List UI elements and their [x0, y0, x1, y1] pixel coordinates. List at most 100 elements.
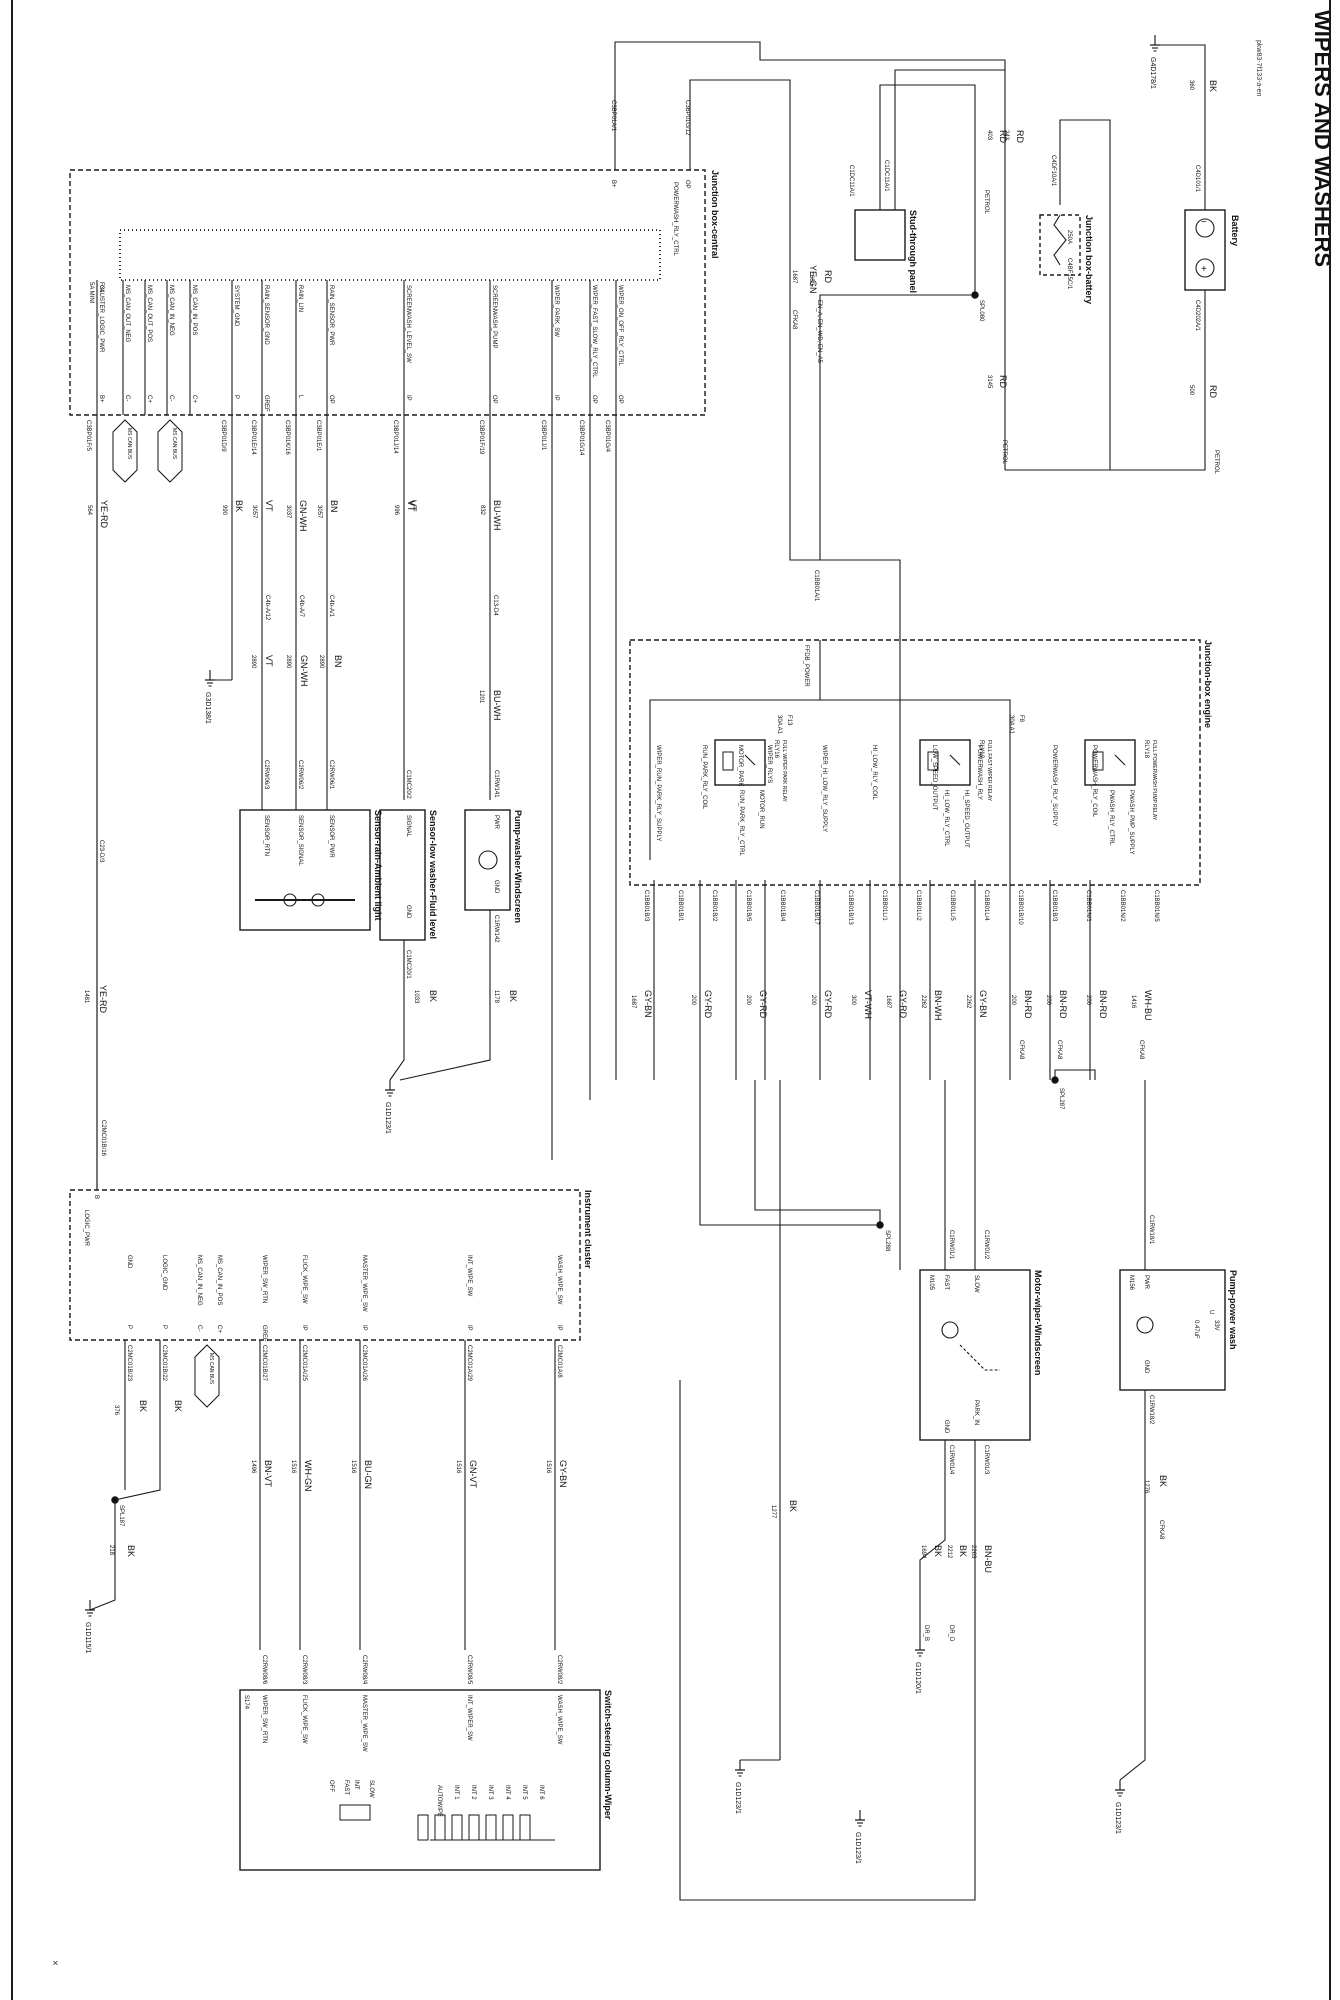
- cluster-pinid-3: C2MC01A/25: [301, 1345, 307, 1382]
- jb-engine-pinid-1: C1BB01B/1: [677, 890, 683, 922]
- switch-pinid-1: C2RW08/5: [466, 1655, 472, 1685]
- jb-engine-pin-7: POWERWASH_RLY: [976, 745, 982, 800]
- engine-wire-num-8: 200: [1010, 995, 1016, 1006]
- jb-central-pintype-3: C-: [168, 395, 174, 401]
- ms-can-bus-label-0: MS CAN BUS: [126, 428, 132, 460]
- jb-engine-pinid-7: C1BB01L/1: [881, 890, 887, 921]
- motor-pin-3: C1RW01/4: [948, 1445, 954, 1475]
- cluster-pin-7: LOGIC_GND: [161, 1255, 167, 1291]
- switch-position-0: OFF: [328, 1780, 334, 1792]
- sensor-low-washer-ground-wire: [389, 940, 405, 1081]
- pump-power-wash-gnd: GND: [1143, 1360, 1149, 1374]
- jb-central-pintype-8: OP: [328, 395, 334, 404]
- switch-resistor-0: [519, 1814, 531, 1841]
- wire-bk-motor-b: BK: [933, 1545, 943, 1557]
- jb-engine-pinid-3: C1BB01B/5: [745, 890, 751, 922]
- jb-engine-pinid-8: C1BB01L/2: [915, 890, 921, 921]
- relay-1: [919, 739, 971, 786]
- wire-bk-pump: BK: [508, 990, 518, 1002]
- jb-engine-ffdb: FFDB_POWER: [803, 645, 809, 687]
- ground-g1d123-d: G1D123/1: [1114, 1802, 1121, 1834]
- symbols: [85, 35, 1215, 1841]
- motor-wiper-slow: SLOW: [973, 1275, 979, 1293]
- motor-pin-1: C1RW01/1: [948, 1230, 954, 1260]
- switch-resistor-3: [468, 1814, 480, 1841]
- cluster-pin-2: MASTER_WIPE_SW: [361, 1255, 367, 1312]
- jb-battery-out: C4BF15C/1: [1066, 258, 1072, 290]
- spl287-link: [1054, 1069, 1096, 1080]
- dr-d: DR_D: [948, 1625, 954, 1642]
- central-out-pin-5: C3BP01J/14: [392, 420, 398, 454]
- cluster-pinid-1: C2MC01A/29: [466, 1345, 472, 1382]
- sensor-rain-pinid-1: C2RW06/2: [297, 760, 303, 790]
- motor-wiper-park-switch: [959, 1344, 1000, 1371]
- relay-coil-0: RUN_PARK_RLY_CTRL: [738, 790, 744, 856]
- wire-rd-3145: RD: [998, 375, 1008, 388]
- engine-wire-num-2: 200: [745, 995, 751, 1006]
- jb-engine-pinid-12: C1BB01B/3: [1051, 890, 1057, 922]
- relay-out-0: MOTOR_RUN: [758, 790, 764, 829]
- stud-wire-2: [894, 69, 1006, 470]
- motor-gnd-wire: [919, 1440, 946, 1640]
- jb-engine-in: C1BB01A/1: [813, 570, 819, 602]
- cluster-pintype-3: IP: [301, 1325, 307, 1331]
- pump-power-wash-id: M156: [1128, 1275, 1134, 1291]
- jb-engine-pinid-4: C1BB01B/4: [779, 890, 785, 922]
- wire-1277: 1277: [770, 1505, 776, 1519]
- jb-central-fuse-rating: 5A MINI: [88, 282, 94, 304]
- sensor-rain-pinid-0: C2RW06/1: [328, 760, 334, 790]
- central-out-color-4: BN: [329, 500, 339, 513]
- pump-washer-pwr: PWR: [493, 815, 499, 830]
- engine-wire-num-1: 200: [690, 995, 696, 1006]
- cluster-wire-num-0: 1516: [545, 1460, 551, 1474]
- ms-can-bus-arrow-1: [157, 419, 183, 483]
- stud-pin-a: C1DC11A/1: [848, 165, 854, 197]
- ground-g1d123-c: G1D123/1: [854, 1832, 861, 1864]
- jb-central-pin-4: MS_CAN_IN_POS: [191, 285, 197, 335]
- cluster-wire-color-3: WH-GN: [303, 1460, 313, 1492]
- relay-desc-2: FULL POWERWASH PUMP RELAY: [1151, 740, 1157, 821]
- fuse-f8: F8: [1018, 715, 1024, 723]
- sensor-low-washer-signal: SIGNAL: [405, 815, 411, 838]
- motor-wiper-id: M105: [928, 1275, 934, 1291]
- engine-wire-color-3: GY-RD: [823, 990, 833, 1019]
- cluster-pinid-0: C2MC01A/8: [556, 1345, 562, 1378]
- wire-2890-c: 2890: [250, 655, 256, 669]
- switch-pin-1: INT_WIPER_SW: [466, 1695, 472, 1741]
- splice-s080-label: SPL080: [978, 300, 984, 322]
- pump-washer-name: Pump-washer-Windscreen: [513, 810, 523, 923]
- stud-panel-name: Stud-through panel: [908, 210, 918, 293]
- pump-power-wash-motor: [1136, 1316, 1154, 1334]
- cluster-pin-3: FLICK_WIPE_SW: [301, 1255, 307, 1304]
- jb-central-pintype-10: OP: [491, 395, 497, 404]
- central-out-pin-0: C3BP01F/5: [85, 420, 91, 452]
- wire-bk-1277: BK: [788, 1500, 798, 1512]
- wire-yerd-cluster: YE-RD: [98, 985, 108, 1014]
- instrument-cluster-box: [69, 1189, 581, 1341]
- jb-central-pintype-7: L: [297, 395, 303, 399]
- jb-central-pin-0: CLUSTER_LOGIC_PWR: [98, 285, 104, 353]
- cfka8-4: CFKA8: [1138, 1040, 1144, 1060]
- spl187-ground-wire: [89, 1500, 116, 1611]
- cfka8-5: CFKA8: [1158, 1520, 1164, 1540]
- wire-bk-584: BK: [173, 1400, 183, 1412]
- switch-pinid-2: C2RW08/4: [361, 1655, 367, 1685]
- jb-central-pin-top-a: C3BP01A/1: [610, 100, 616, 132]
- cluster-can-label: MS CAN BUS: [208, 1353, 214, 1385]
- cfka8-1: CFKA8: [791, 310, 797, 330]
- switch-column-name: Switch-steering column-Wiper: [603, 1690, 613, 1820]
- jb-central-pin-13: WIPER_ON_OFF_RLY_CTRL: [617, 285, 623, 367]
- wire-bk-218: BK: [126, 1545, 136, 1557]
- sensor-low-washer-name: Sensor-low washer-Fluid level: [428, 810, 438, 939]
- engine-wire-color-2: GY-RD: [758, 990, 768, 1019]
- jb-engine-pinid-0: C1BB01B/3: [643, 890, 649, 922]
- cluster-pin-6: MS_CAN_IN_NEG: [196, 1255, 202, 1306]
- central-out-num-1: 990: [221, 505, 227, 516]
- jb-central-pintype-11: IP: [553, 395, 559, 401]
- pump-washer-gnd: GND: [493, 880, 499, 894]
- battery-pin-neg: C4D202A/1: [1194, 300, 1200, 332]
- wire-1276: 1276: [1143, 1480, 1149, 1494]
- ground-g1d120: G1D120/1: [914, 1662, 921, 1694]
- jb-central-op: OP: [684, 180, 690, 189]
